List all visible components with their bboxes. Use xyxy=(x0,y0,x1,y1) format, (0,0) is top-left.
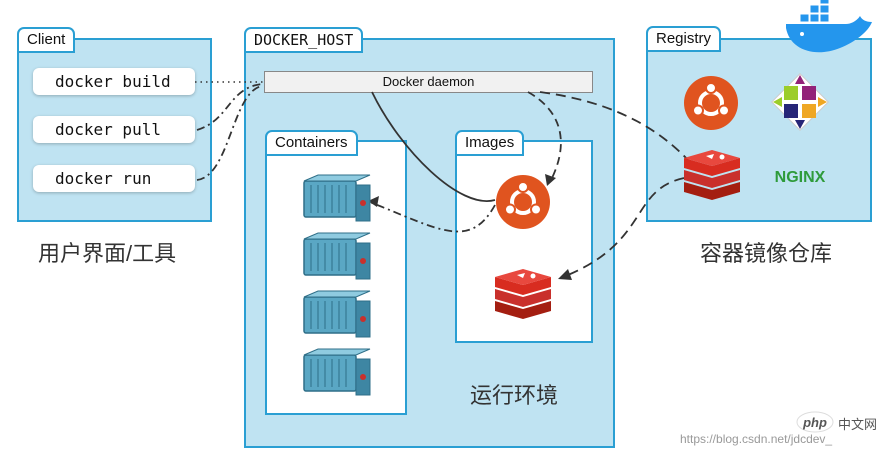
php-badge-label: php xyxy=(802,415,827,430)
pull-connector xyxy=(196,83,263,131)
registry-arrowhead xyxy=(558,269,572,280)
daemon-to-image-connector xyxy=(371,91,496,202)
redis-icon[interactable] xyxy=(684,150,740,200)
images-title: Images xyxy=(455,130,525,156)
daemon-pull-connector xyxy=(527,91,562,179)
nginx-logo[interactable]: NGINX xyxy=(775,169,826,186)
registry-panel xyxy=(646,38,872,222)
container-icon xyxy=(303,232,371,280)
runtime-caption: 运行环境 xyxy=(470,383,559,408)
image-to-container-connector xyxy=(369,201,496,233)
client-caption: 用户界面/工具 xyxy=(38,241,177,266)
docker-daemon-bar[interactable]: Docker daemon xyxy=(264,71,593,93)
docker-run-command[interactable]: docker run xyxy=(33,165,195,192)
docker-pull-command[interactable]: docker pull xyxy=(33,116,195,143)
php-badge-icon xyxy=(796,411,834,433)
centos-icon[interactable] xyxy=(771,73,829,131)
docker-whale-icon xyxy=(786,0,872,53)
run-connector xyxy=(196,85,263,181)
watermark-url[interactable]: https://blog.csdn.net/jdcdev_ xyxy=(680,432,833,446)
run-arrowhead xyxy=(368,196,379,207)
registry-caption: 容器镜像仓库 xyxy=(700,241,833,266)
ubuntu-icon[interactable] xyxy=(682,74,740,132)
docker-host-title: DOCKER_HOST xyxy=(244,27,364,53)
registry-title: Registry xyxy=(646,26,722,52)
watermark-site: 中文网 xyxy=(838,417,878,432)
registry-to-daemon-connector xyxy=(539,91,689,161)
containers-title: Containers xyxy=(265,130,358,156)
docker-build-command[interactable]: docker build xyxy=(33,68,195,95)
registry-to-images-connector xyxy=(567,177,685,276)
container-icon xyxy=(303,290,371,338)
container-icon xyxy=(303,348,371,396)
container-icon xyxy=(303,174,371,222)
client-title: Client xyxy=(17,27,76,53)
pull-arrowhead xyxy=(545,174,556,186)
ubuntu-icon[interactable] xyxy=(494,173,552,231)
redis-icon[interactable] xyxy=(495,269,551,319)
